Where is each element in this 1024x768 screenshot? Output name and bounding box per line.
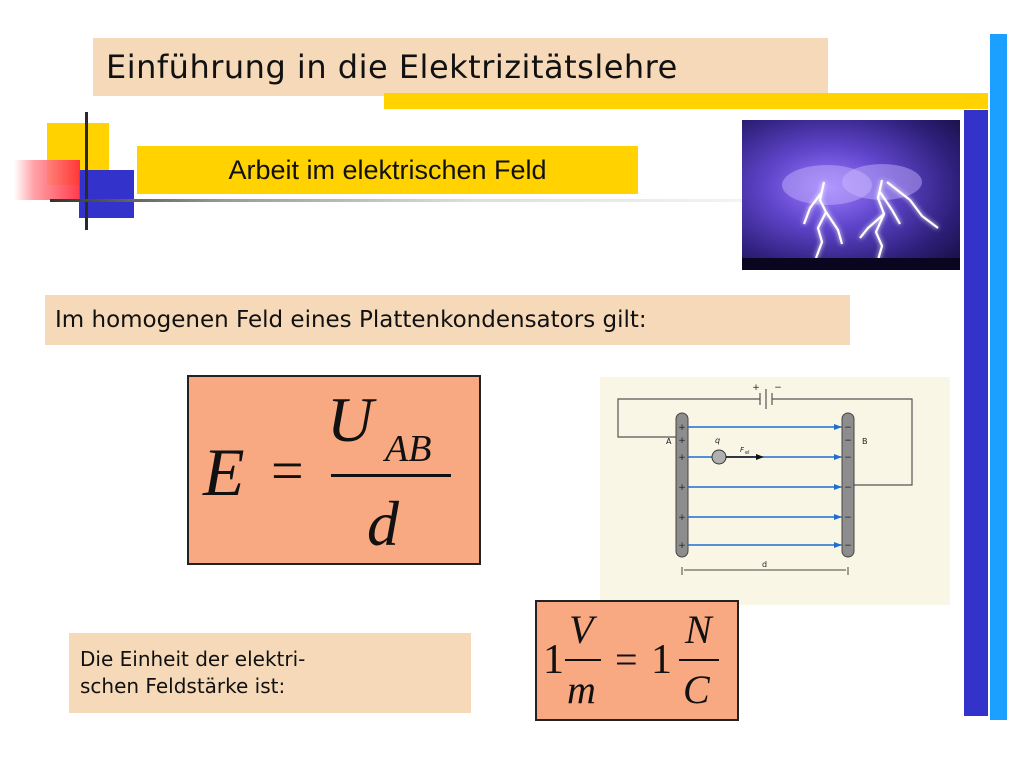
unit-left-numerator: V — [569, 607, 594, 652]
plate-capacitor-diagram: + + + + + + − − − − − − + − A B q F el d — [600, 377, 950, 605]
right-plate-sign-2: − — [844, 453, 852, 463]
unit-left-coefficient: 1 — [543, 637, 564, 683]
right-plate-sign-6: − — [844, 436, 852, 446]
unit-note-background — [69, 633, 471, 713]
formula-field-strength: E = U AB d — [187, 375, 481, 565]
unit-left-fraction-bar — [565, 659, 601, 661]
battery-plus-sign: + — [752, 383, 760, 393]
left-plate-sign-2: + — [678, 453, 686, 463]
left-plate-sign-4: + — [678, 513, 686, 523]
right-plate-sign-4: − — [844, 513, 852, 523]
title-background — [93, 38, 828, 96]
formula-equals: = — [271, 438, 304, 503]
unit-right-fraction-bar — [679, 659, 719, 661]
decor-square-red — [14, 160, 80, 200]
statement-text: Im homogenen Feld eines Plattenkondensat… — [55, 307, 647, 333]
capacitor-graphic: + + + + + + − − − − − − + − A B q F el d — [617, 383, 913, 575]
charge-label: q — [715, 436, 720, 445]
unit-left-denominator: m — [567, 667, 596, 712]
formula-fraction-bar — [331, 474, 451, 477]
battery-minus-sign: − — [774, 383, 782, 393]
right-plate-sign-3: − — [844, 483, 852, 493]
formula-numerator-subscript: AB — [385, 428, 432, 470]
right-plate-sign-5: − — [844, 541, 852, 551]
slide-subtitle: Arbeit im elektrischen Feld — [228, 155, 547, 185]
left-plate-sign-5: + — [678, 541, 686, 551]
plate-label-a: A — [666, 437, 672, 446]
decor-horizontal-line — [50, 199, 750, 202]
statement-background — [45, 295, 850, 345]
decor-vertical-line — [85, 112, 88, 230]
right-plate-sign-1: − — [844, 423, 852, 433]
formula-denominator: d — [367, 488, 399, 559]
unit-right-numerator: N — [685, 607, 712, 652]
accent-bar-light-blue — [990, 34, 1007, 720]
unit-note-line-2: schen Feldstärke ist: — [80, 674, 286, 698]
force-subscript: el — [745, 450, 749, 456]
formula-unit: 1 V m = 1 N C — [535, 600, 739, 721]
left-plate-sign-1: + — [678, 423, 686, 433]
left-plate-sign-3: + — [678, 483, 686, 493]
lightning-bolts-graphic — [742, 164, 960, 270]
formula-numerator: U — [327, 384, 374, 455]
formula-lhs: E — [203, 434, 245, 510]
force-label: F — [740, 446, 745, 454]
plate-label-b: B — [862, 437, 868, 446]
lightning-photo — [742, 120, 960, 270]
unit-right-coefficient: 1 — [651, 637, 672, 683]
left-plate-sign-6: + — [678, 436, 686, 446]
distance-label: d — [762, 560, 767, 569]
accent-bar-dark-blue — [964, 110, 988, 716]
unit-equals: = — [615, 637, 638, 682]
unit-note: Die Einheit der elektri- schen Feldstärk… — [80, 646, 460, 700]
unit-note-line-1: Die Einheit der elektri- — [80, 647, 306, 671]
unit-right-denominator: C — [683, 667, 710, 712]
decor-square-blue — [79, 170, 134, 218]
slide-title: Einführung in die Elektrizitätslehre — [106, 48, 678, 86]
subtitle-background — [137, 146, 638, 194]
title-underline-bar — [384, 93, 988, 109]
